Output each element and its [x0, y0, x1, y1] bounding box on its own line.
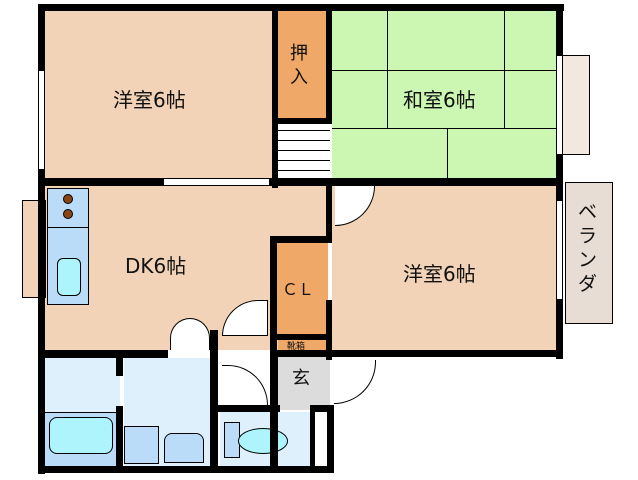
window	[556, 200, 563, 300]
entrance-area	[278, 352, 330, 410]
room-label-cl: ＣＬ	[282, 280, 315, 299]
toilet	[220, 412, 310, 466]
room-label-western-top: 洋室6帖	[113, 88, 186, 112]
bathroom	[45, 358, 120, 466]
window	[556, 55, 563, 155]
toilet-icon	[238, 428, 288, 454]
bay-window	[560, 55, 590, 155]
stairs	[278, 122, 330, 180]
veranda	[565, 182, 613, 324]
western-room-right	[332, 186, 558, 350]
western-room-top	[45, 10, 273, 182]
washroom	[124, 358, 214, 466]
stove-burner-icon	[63, 194, 73, 204]
kitchen-counter	[47, 188, 89, 305]
door-swing[interactable]	[222, 365, 268, 405]
shoe-box	[278, 340, 326, 350]
room-label-veranda: ベランダ	[578, 201, 598, 295]
cl-closet	[276, 242, 328, 334]
room-label-entrance: 玄	[292, 368, 310, 389]
stove-burner-icon	[63, 209, 73, 219]
room-label-dk: DK6帖	[125, 254, 187, 278]
door-swing[interactable]	[170, 318, 210, 350]
room-label-western-right: 洋室6帖	[403, 262, 476, 286]
washbasin-icon	[164, 433, 204, 463]
room-label-shoe-box: 靴箱	[287, 342, 306, 352]
oshiire-closet	[278, 10, 328, 122]
japanese-room	[332, 10, 558, 182]
washing-machine-icon	[124, 426, 159, 464]
room-label-oshiire: 押入	[290, 43, 308, 88]
room-label-japanese: 和室6帖	[403, 88, 476, 112]
window	[38, 70, 45, 170]
bathtub-icon	[49, 417, 113, 454]
sink-icon	[57, 258, 81, 296]
entrance-door[interactable]	[334, 360, 376, 404]
window	[163, 178, 270, 186]
